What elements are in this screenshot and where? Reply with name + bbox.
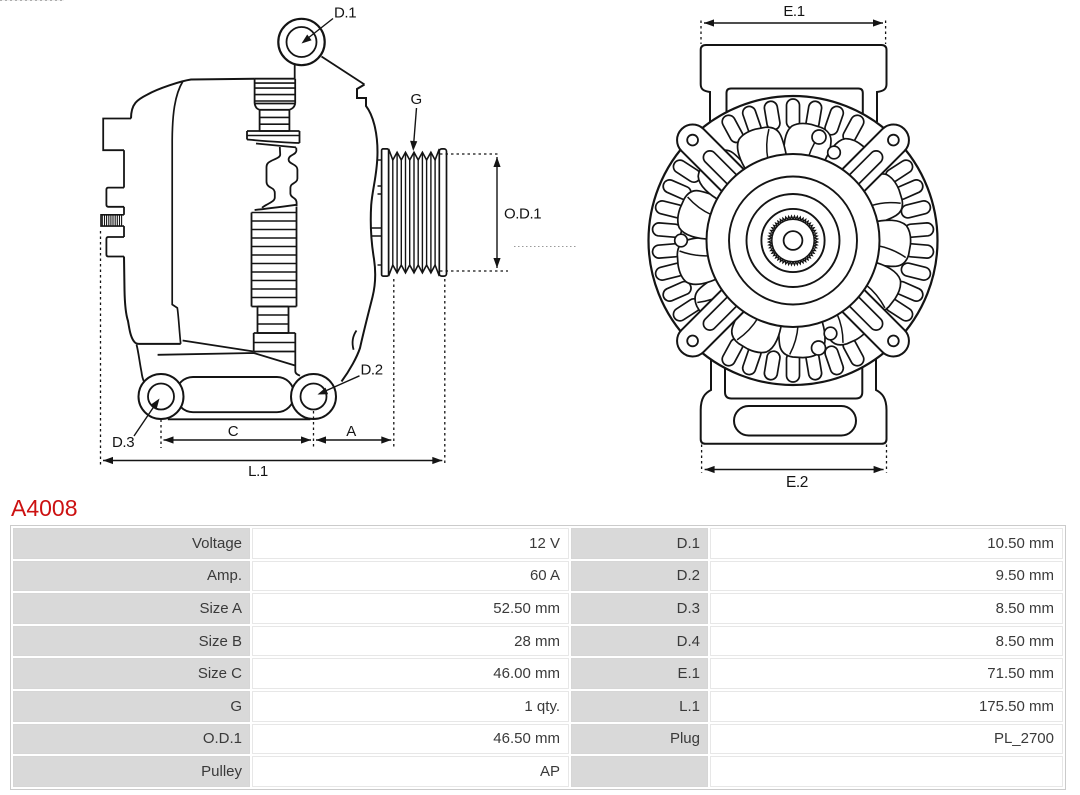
- svg-text:E.1: E.1: [783, 3, 804, 20]
- svg-text:C: C: [228, 423, 239, 440]
- svg-text:G: G: [411, 91, 422, 108]
- svg-text:D.2: D.2: [361, 362, 383, 379]
- svg-text:D.3: D.3: [112, 434, 134, 451]
- svg-text:L.1: L.1: [248, 463, 268, 480]
- svg-text:E.2: E.2: [786, 474, 808, 491]
- svg-text:A: A: [346, 423, 356, 440]
- svg-text:O.D.1: O.D.1: [504, 206, 541, 223]
- svg-text:D.1: D.1: [334, 5, 356, 22]
